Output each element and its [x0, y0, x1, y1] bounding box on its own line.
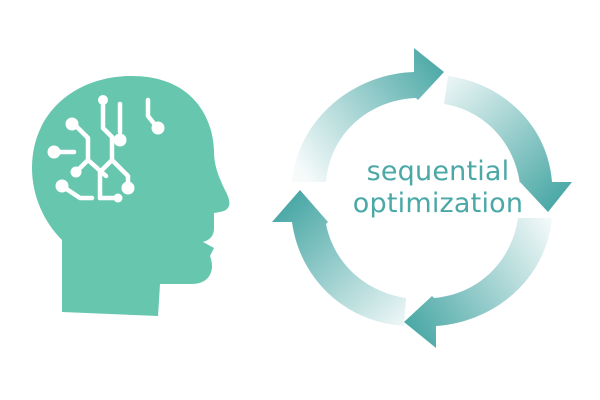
- cycle-label-line-2: optimization: [352, 188, 524, 219]
- arrow-bottom: [404, 218, 552, 348]
- circuit-traces: [53, 97, 159, 201]
- head-silhouette: [32, 76, 230, 316]
- cycle-label-line-1: sequential: [366, 156, 510, 187]
- cycle-arrows-icon: [272, 48, 572, 348]
- arrow-left: [272, 190, 406, 326]
- arrow-right: [444, 76, 572, 212]
- arrow-top: [292, 48, 444, 182]
- circuit-nodes: [47, 95, 165, 203]
- ai-head-circuit-icon: [32, 76, 230, 316]
